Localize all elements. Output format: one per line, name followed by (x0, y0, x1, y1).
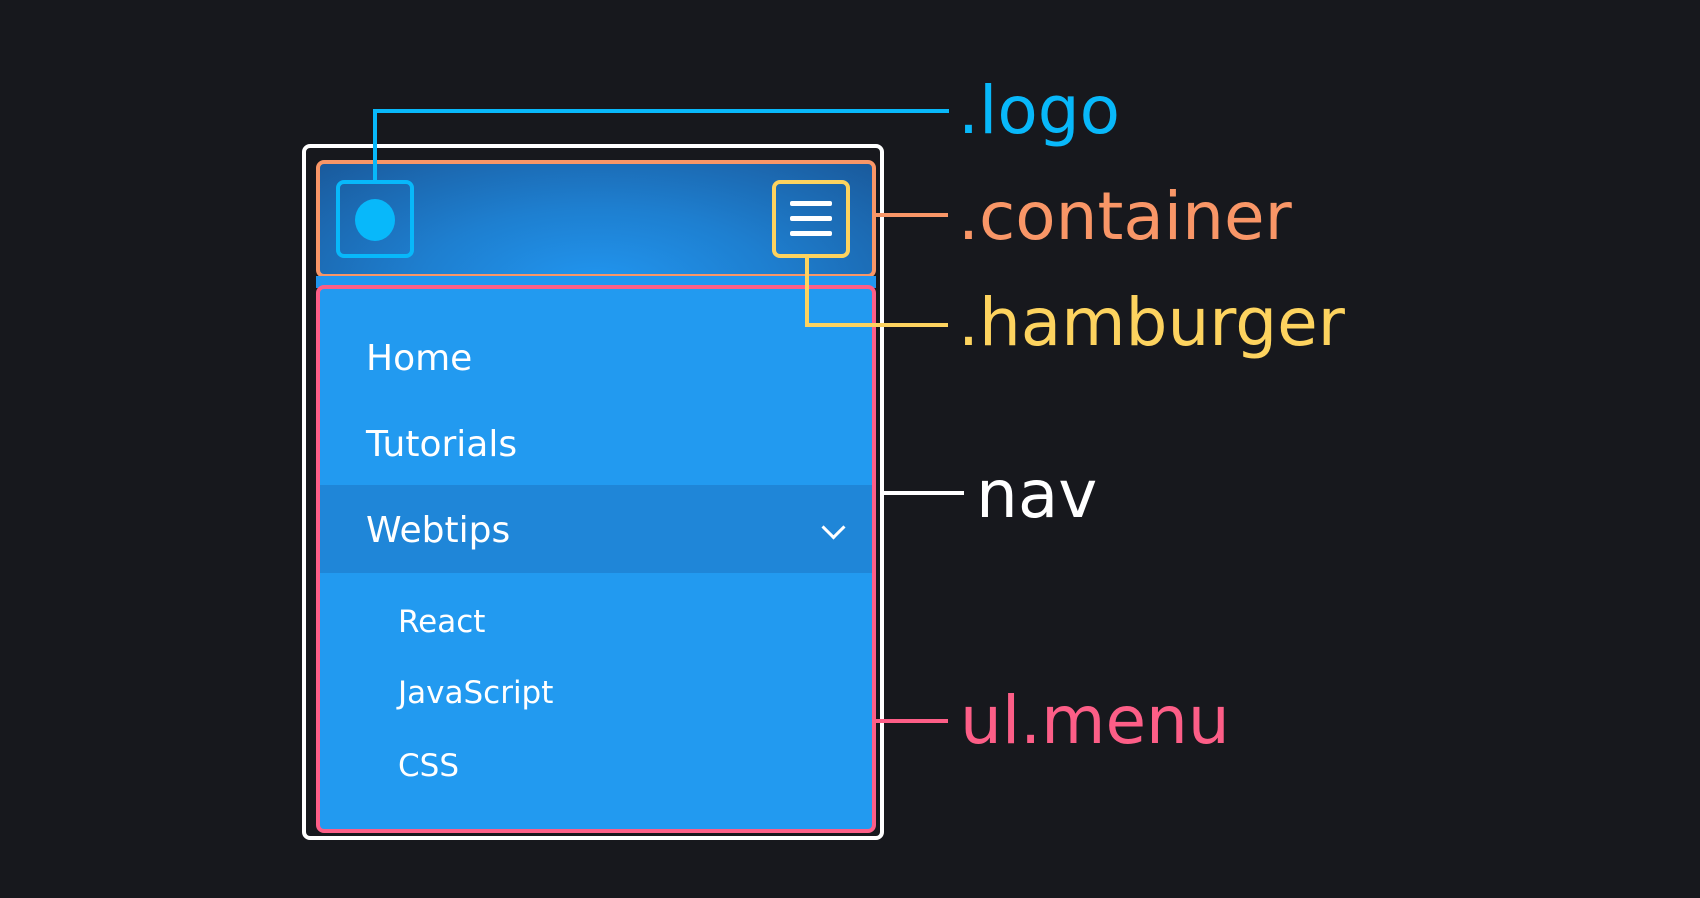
submenu-item-javascript[interactable]: JavaScript (398, 675, 554, 711)
label-nav: nav (976, 456, 1098, 533)
label-container: .container (958, 178, 1292, 255)
nav-outline (302, 144, 884, 840)
hamburger-connector (805, 323, 948, 327)
menu-connector (876, 719, 948, 723)
logo-circle-icon (355, 199, 395, 241)
hamburger-bar-icon (790, 216, 832, 221)
hamburger-bar-icon (790, 231, 832, 236)
hamburger-bar-icon (790, 201, 832, 206)
logo-connector (373, 109, 377, 181)
menu-item-home[interactable]: Home (366, 338, 473, 379)
logo-connector (373, 109, 949, 113)
hamburger-button[interactable] (772, 180, 850, 258)
submenu-item-css[interactable]: CSS (398, 748, 460, 784)
submenu-item-react[interactable]: React (398, 604, 486, 640)
menu-item-webtips-row[interactable] (320, 485, 872, 573)
nav-connector (884, 491, 964, 495)
menu-item-tutorials[interactable]: Tutorials (366, 424, 518, 465)
label-logo: .logo (958, 72, 1120, 149)
logo-box[interactable] (336, 180, 414, 258)
label-menu: ul.menu (960, 682, 1230, 759)
container-connector (876, 213, 948, 217)
menu-item-webtips[interactable]: Webtips (366, 510, 511, 551)
hamburger-connector (805, 258, 809, 327)
label-hamburger: .hamburger (958, 284, 1345, 361)
menu-list: Home Tutorials Webtips React JavaScript … (316, 285, 876, 833)
